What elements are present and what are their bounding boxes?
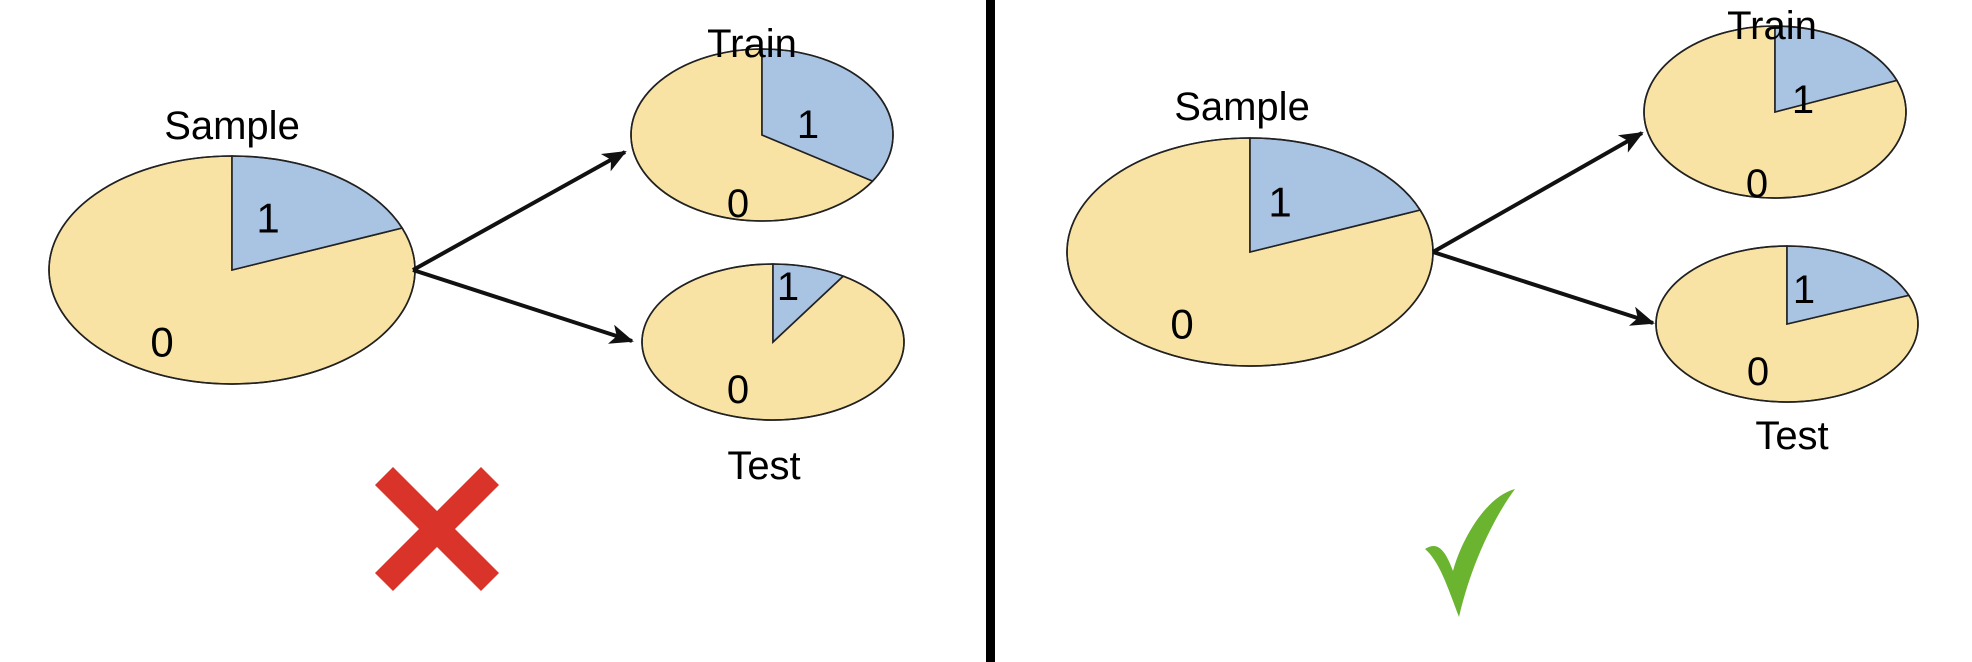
train-pie-label-class-0: 0	[1746, 162, 1768, 206]
test-pie-outline	[641, 263, 905, 421]
sample-pie-label-class-1: 1	[256, 195, 279, 242]
sample-pie-title: Sample	[1174, 85, 1310, 129]
arrow-to-test	[412, 268, 634, 344]
cross-icon	[375, 467, 499, 591]
test-pie-title: Test	[1755, 414, 1828, 458]
test-pie-label-class-1: 1	[1793, 268, 1815, 312]
arrow-to-train	[412, 150, 627, 272]
train-pie-outline	[1643, 25, 1907, 199]
test-pie-label-class-0: 0	[727, 368, 749, 412]
test-pie-label-class-0: 0	[1747, 350, 1769, 394]
test-pie-outline	[1655, 245, 1919, 403]
check-icon	[1425, 489, 1515, 617]
train-pie-title: Train	[1727, 4, 1817, 48]
sample-pie-label-class-0: 0	[1170, 301, 1193, 348]
sample-pie-label-class-1: 1	[1268, 179, 1291, 226]
train-pie-label-class-0: 0	[727, 182, 749, 226]
test-pie-title: Test	[727, 444, 800, 488]
sample-pie-title: Sample	[164, 104, 300, 148]
sample-pie-label-class-0: 0	[150, 319, 173, 366]
train-pie-title: Train	[707, 22, 797, 66]
arrow-to-test	[1432, 250, 1655, 326]
train-pie-label-class-1: 1	[797, 103, 819, 147]
arrow-to-train	[1432, 131, 1644, 254]
panel-divider	[986, 0, 995, 662]
test-pie-label-class-1: 1	[777, 265, 799, 309]
train-pie-label-class-1: 1	[1792, 78, 1814, 122]
train-pie-outline	[630, 48, 894, 222]
